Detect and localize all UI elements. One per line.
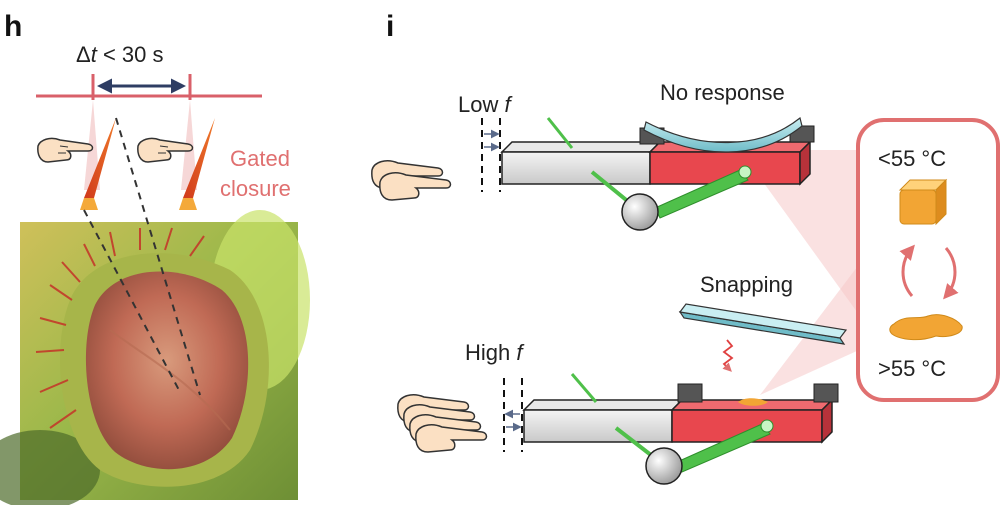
hand-icon — [415, 424, 488, 453]
gated-closure-line1: Gated — [230, 146, 290, 171]
snapping-label: Snapping — [700, 272, 793, 297]
trigger-hair-2 — [179, 118, 215, 210]
interval-label: Δt < 30 s — [76, 42, 163, 67]
below-temp-label: <55 °C — [878, 146, 946, 171]
melt-arrow — [943, 247, 959, 300]
wax-blob-bottom — [738, 398, 768, 406]
projection-cone-top — [740, 150, 870, 330]
high-f-label: High f — [465, 340, 525, 365]
timeline — [36, 74, 262, 100]
ball-top — [621, 193, 659, 231]
support-left-bottom — [677, 383, 703, 403]
panel-letter-i: i — [386, 10, 394, 43]
solid-wax-cube-icon — [898, 178, 948, 226]
hand-icon — [37, 137, 94, 163]
ball-bottom — [645, 447, 683, 485]
displacement-marker-bottom — [503, 378, 523, 452]
flat-beam-snapped — [678, 303, 848, 345]
low-f-label: Low f — [458, 92, 513, 117]
no-response-label: No response — [660, 80, 785, 105]
melted-wax-puddle-icon — [889, 314, 963, 341]
lever-bottom-upper — [570, 373, 598, 403]
dashed-pointer-1 — [115, 117, 201, 396]
hand-icon — [137, 137, 194, 163]
above-temp-label: >55 °C — [878, 356, 946, 381]
dashed-pointer-2 — [83, 209, 181, 393]
white-block-top — [500, 141, 662, 185]
hand-icon — [379, 172, 452, 201]
venus-flytrap-photo — [0, 210, 310, 505]
gated-closure-line2: closure — [220, 176, 291, 201]
panel-letter-h: h — [4, 10, 22, 43]
lever-top-upper — [546, 117, 574, 149]
support-right-bottom — [813, 383, 839, 403]
displacement-marker-top — [481, 118, 501, 192]
trigger-hair-1 — [80, 118, 116, 210]
zigzag-arrow — [722, 339, 734, 372]
red-block-top — [648, 140, 812, 186]
projection-cone-bottom — [760, 250, 870, 395]
pivot-top — [738, 165, 752, 179]
pivot-bottom — [760, 419, 774, 433]
solidify-arrow — [899, 244, 915, 297]
white-block-bottom — [522, 399, 684, 443]
bent-beam-top — [643, 116, 803, 153]
